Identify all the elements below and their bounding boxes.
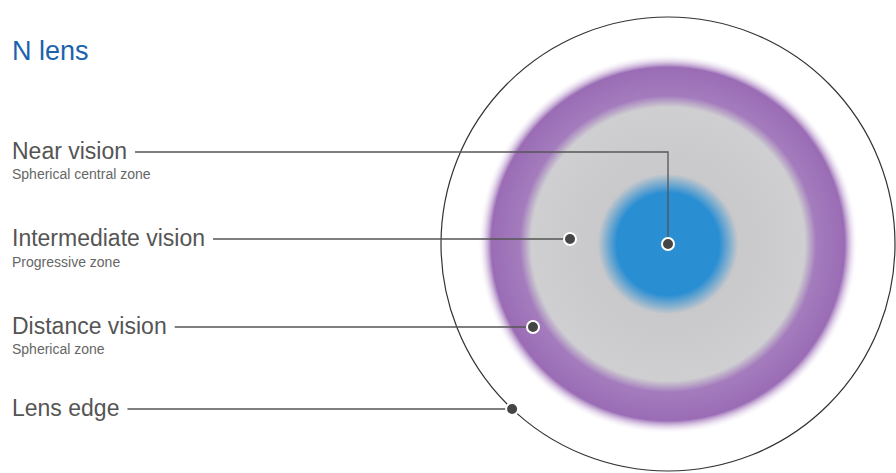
zone-label: Distance vision xyxy=(12,313,167,339)
intermediate-vision-leader xyxy=(213,238,570,239)
leader-dot xyxy=(662,238,674,250)
leader-dot xyxy=(527,321,539,333)
distance-vision-leader xyxy=(175,326,533,327)
zone-label: Intermediate vision xyxy=(12,225,205,251)
leader-dot xyxy=(506,403,518,415)
lens-edge-outline xyxy=(441,17,895,471)
zone-sublabel: Spherical zone xyxy=(12,341,105,357)
zone-sublabel: Spherical central zone xyxy=(12,166,151,182)
zone-label: Near vision xyxy=(12,138,127,164)
zone-label: Lens edge xyxy=(12,395,119,421)
leader-dot xyxy=(564,233,576,245)
near-vision-leader xyxy=(135,152,668,244)
lens-zones xyxy=(478,54,858,434)
diagram-title: N lens xyxy=(12,36,89,67)
lens-edge-leader xyxy=(127,408,512,409)
zone-sublabel: Progressive zone xyxy=(12,254,120,270)
